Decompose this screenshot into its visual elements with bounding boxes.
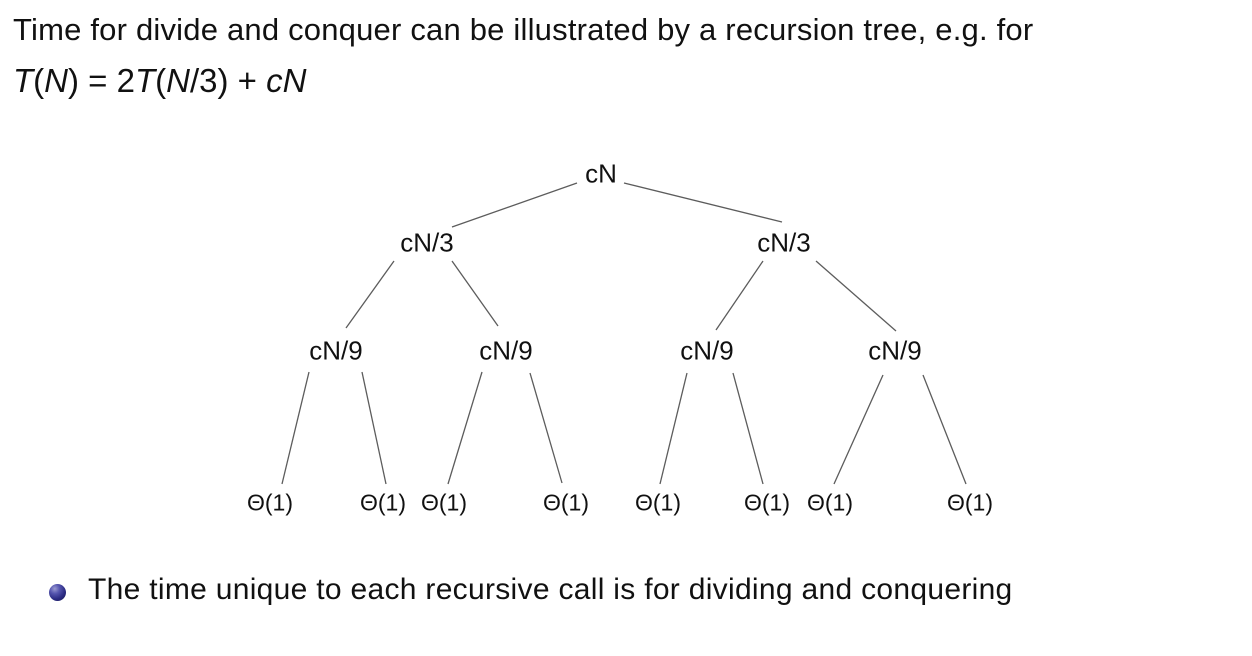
- tree-edge: [815, 260, 897, 332]
- tree-edge: [345, 260, 395, 329]
- tree-edge: [922, 374, 967, 485]
- tree-edge: [659, 372, 688, 485]
- tree-edge: [361, 371, 387, 485]
- tree-leaf-node: Θ(1): [635, 489, 681, 516]
- formula-segment: T: [134, 62, 156, 99]
- tree-leaf-node: Θ(1): [807, 489, 853, 516]
- formula-segment: (: [155, 62, 167, 99]
- tree-leaf-node: Θ(1): [421, 489, 467, 516]
- formula-segment: /3) +: [189, 62, 267, 99]
- tree-leaf-node: Θ(1): [247, 489, 293, 516]
- formula-segment: N: [282, 62, 307, 99]
- tree-node: cN/3: [757, 227, 811, 258]
- formula-segment: ) = 2: [68, 62, 135, 99]
- formula-segment: c: [266, 62, 283, 99]
- slide-title-line1: Time for divide and conquer can be illus…: [13, 12, 1034, 47]
- tree-edge: [281, 371, 310, 485]
- tree-node: cN/9: [309, 335, 363, 366]
- bullet-text: The time unique to each recursive call i…: [88, 573, 1013, 606]
- tree-node: cN/9: [479, 335, 533, 366]
- tree-leaf-node: Θ(1): [360, 489, 406, 516]
- tree-edge: [447, 371, 483, 485]
- recurrence-formula: T(N) = 2T(N/3) + cN: [13, 62, 306, 100]
- tree-leaf-node: Θ(1): [543, 489, 589, 516]
- formula-segment: (: [33, 62, 45, 99]
- formula-segment: N: [166, 62, 190, 99]
- bullet-ball-icon: [49, 584, 66, 601]
- tree-node: cN: [585, 158, 617, 189]
- formula-segment: T: [13, 62, 34, 99]
- tree-edge: [715, 260, 764, 331]
- formula-segment: N: [44, 62, 69, 99]
- tree-edge: [451, 182, 578, 228]
- tree-edge: [623, 182, 783, 223]
- tree-edge: [529, 372, 563, 484]
- tree-node: cN/3: [400, 227, 454, 258]
- tree-edge: [732, 372, 764, 485]
- tree-edge: [833, 374, 884, 485]
- tree-node: cN/9: [680, 335, 734, 366]
- tree-leaf-node: Θ(1): [744, 489, 790, 516]
- tree-edge: [451, 260, 499, 327]
- tree-node: cN/9: [868, 335, 922, 366]
- tree-leaf-node: Θ(1): [947, 489, 993, 516]
